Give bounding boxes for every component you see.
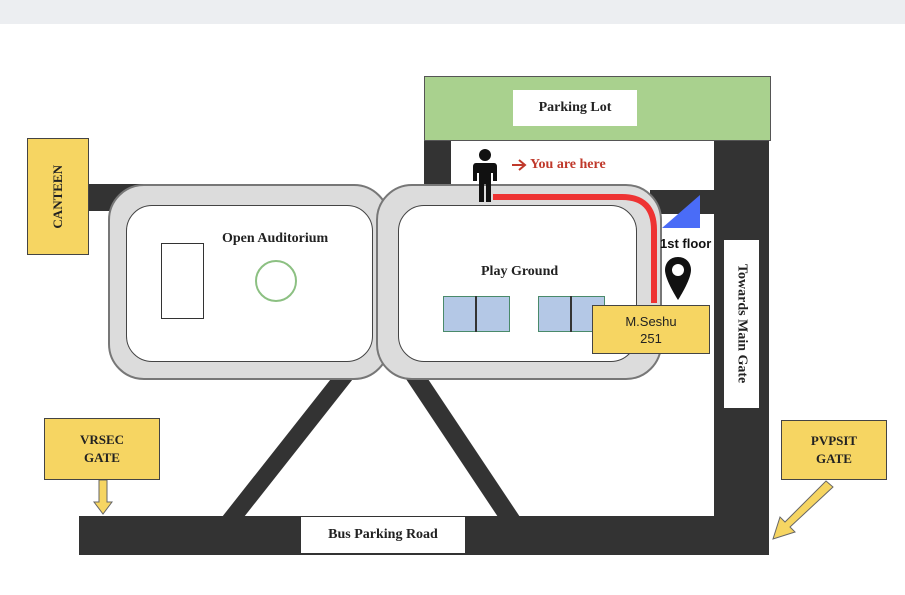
court-left-divider: [475, 296, 477, 332]
towards-main-gate-label: Towards Main Gate: [734, 264, 750, 384]
diagonal-road-left: [222, 370, 360, 517]
canteen-box: CANTEEN: [27, 138, 89, 255]
auditorium-circle: [255, 260, 297, 302]
person-icon: [473, 149, 497, 202]
pvpsit-gate-arrow-icon: [772, 480, 834, 540]
floor-triangle-icon: [662, 195, 700, 228]
diagonal-road-right: [400, 370, 520, 517]
road-left-vertical: [424, 141, 451, 191]
open-auditorium-label: Open Auditorium: [222, 231, 329, 246]
vrsec-gate-label: VRSEC GATE: [79, 432, 125, 465]
pvpsit-gate-label: PVPSIT GATE: [810, 433, 858, 466]
location-pin-icon: [665, 257, 691, 300]
room-number: 251: [640, 330, 662, 346]
towards-main-gate-box: Towards Main Gate: [724, 240, 759, 408]
arrow-right-icon: [512, 159, 527, 171]
pvpsit-gate-box: PVPSIT GATE: [781, 420, 887, 480]
browser-top-strip: [0, 0, 905, 24]
play-ground-label: Play Ground: [481, 264, 559, 279]
court-right-divider: [570, 296, 572, 332]
gate-arrow-icon: [93, 480, 113, 515]
floor-label: 1st floor: [660, 236, 712, 251]
auditorium-stage: [161, 243, 204, 319]
vrsec-gate-box: VRSEC GATE: [44, 418, 160, 480]
bus-parking-road-label: Bus Parking Road: [301, 517, 465, 553]
route-line: [493, 194, 657, 303]
you-are-here-label: You are here: [530, 157, 606, 172]
parking-lot-label: Parking Lot: [513, 90, 637, 126]
room-box: M.Seshu 251: [592, 305, 710, 354]
room-name: M.Seshu: [625, 313, 677, 329]
